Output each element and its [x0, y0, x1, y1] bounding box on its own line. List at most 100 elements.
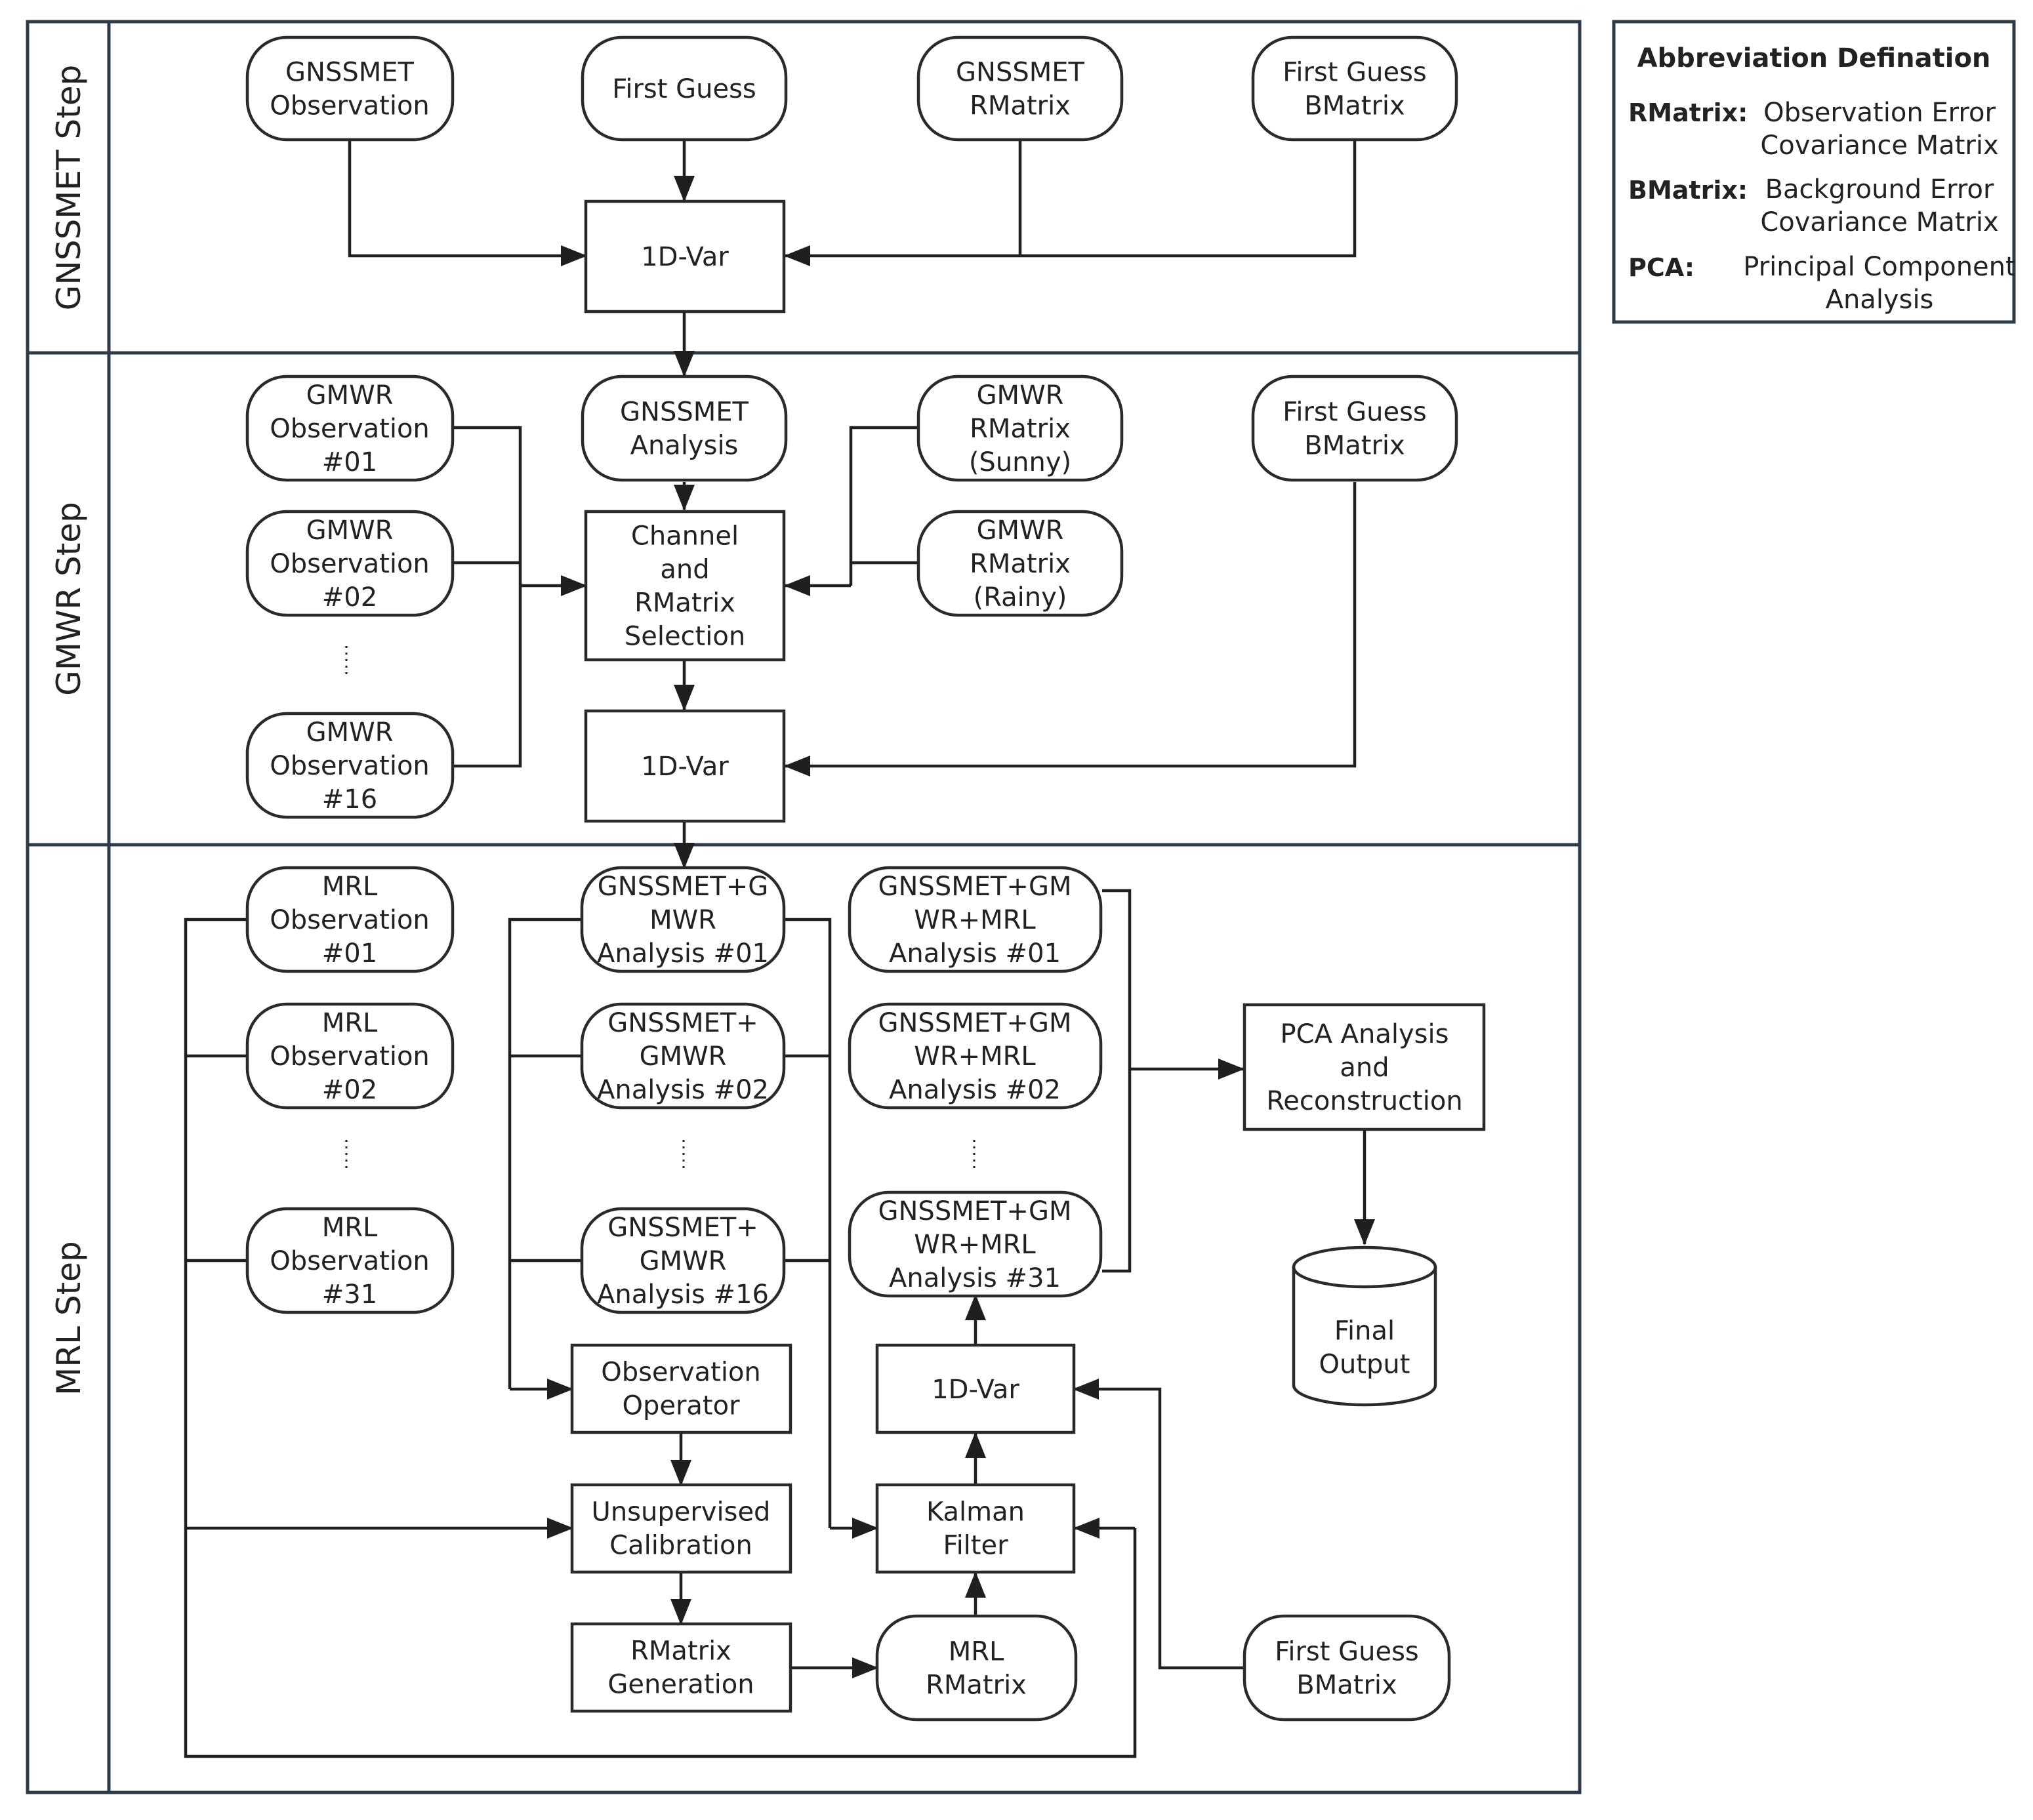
- label-line: (Sunny): [969, 447, 1071, 477]
- label-line: MRL: [322, 1213, 378, 1243]
- label-line: Analysis #02: [889, 1075, 1061, 1105]
- label-line: #02: [322, 1075, 377, 1105]
- label-line: GNSSMET+GM: [878, 1008, 1072, 1038]
- label-line: PCA Analysis: [1281, 1019, 1449, 1049]
- label-line: #02: [322, 582, 377, 613]
- legend-title: Abbreviation Defination: [1637, 43, 1991, 73]
- mrl-1d-var-node: 1D-Var: [875, 1343, 1076, 1434]
- label-line: #01: [322, 939, 377, 969]
- label-line: BMatrix: [1296, 1670, 1397, 1701]
- label-line: GMWR: [640, 1041, 727, 1072]
- label-line: and: [660, 555, 709, 585]
- lane-label-gmwr: GMWR Step: [50, 502, 88, 696]
- label-line: Operator: [622, 1391, 740, 1421]
- legend-key-pca: PCA:: [1628, 253, 1694, 282]
- label-line: 1D-Var: [641, 752, 729, 782]
- label-line: GNSSMET: [956, 58, 1084, 88]
- label-line: Covariance Matrix: [1760, 131, 1998, 161]
- label-line: Channel: [631, 521, 739, 552]
- label-line: GNSSMET+: [607, 1008, 758, 1038]
- abbreviation-legend: Abbreviation Defination RMatrix: Observa…: [1612, 20, 2016, 324]
- label-line: Observation Error: [1763, 98, 1996, 128]
- label-line: Unsupervised: [592, 1497, 771, 1527]
- gnssmet-gmwr-analysis-16-node: GNSSMET+GMWR Analysis #16: [580, 1207, 786, 1314]
- label-line: RMatrix: [634, 588, 735, 618]
- label-line: GNSSMET+: [607, 1213, 758, 1243]
- label-line: First Guess: [612, 74, 756, 104]
- label-line: Kalman: [926, 1497, 1025, 1527]
- label-line: First Guess: [1283, 58, 1427, 88]
- label-line: GMWR: [640, 1246, 727, 1276]
- svg-text:1D-Var: 1D-Var: [641, 242, 729, 272]
- label-line: RMatrix: [970, 91, 1071, 121]
- label-line: WR+MRL: [914, 1041, 1036, 1072]
- label-line: Analysis #31: [889, 1263, 1061, 1293]
- label-line: MRL: [322, 872, 378, 902]
- label-line: Analysis #02: [597, 1075, 769, 1105]
- label-line: Observation: [270, 1041, 430, 1072]
- legend-key-bmatrix: BMatrix:: [1628, 176, 1748, 205]
- label-line: Analysis #16: [597, 1280, 769, 1310]
- label-line: First Guess: [1275, 1637, 1419, 1667]
- label-line: Analysis: [630, 431, 739, 461]
- label-line: Observation: [270, 414, 430, 444]
- label-line: GNSSMET: [620, 397, 749, 428]
- label-line: RMatrix: [926, 1670, 1027, 1701]
- label-line: Output: [1319, 1350, 1410, 1380]
- gnssmet-1d-var-node: 1D-Var: [584, 199, 786, 313]
- label-line: Background Error: [1765, 174, 1994, 205]
- label-line: GNSSMET+G: [598, 872, 768, 902]
- lane-label-gnssmet: GNSSMET Step: [50, 65, 88, 311]
- label-line: Principal Component: [1743, 252, 2015, 282]
- label-line: Observation: [270, 91, 430, 121]
- connectors: [184, 141, 1375, 1758]
- lane-label-mrl: MRL Step: [50, 1241, 88, 1395]
- label-line: Observation: [601, 1358, 761, 1388]
- label-line: Observation: [270, 751, 430, 781]
- label-line: GMWR: [977, 380, 1064, 411]
- label-line: (Rainy): [974, 582, 1067, 613]
- label-line: GNSSMET+GM: [878, 872, 1072, 902]
- label-line: GMWR: [306, 380, 394, 411]
- svg-text:First Guess: First Guess: [612, 74, 756, 104]
- label-line: Observation: [270, 905, 430, 935]
- label-line: Analysis #01: [597, 939, 769, 969]
